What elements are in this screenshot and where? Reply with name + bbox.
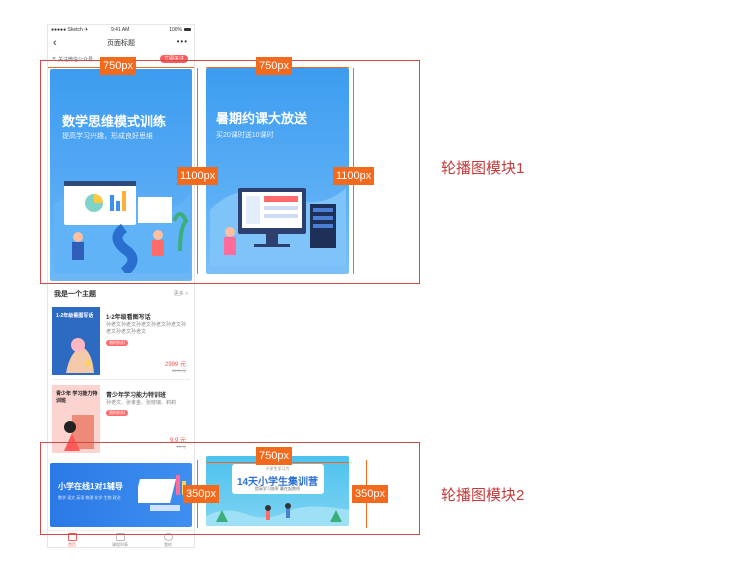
carousel-banner-3[interactable]: 小学在线1对1辅导 数学 语文 英语 物理 化学 生物 政治 <box>50 463 192 527</box>
height-badge: 350px <box>183 485 219 503</box>
tab-profile[interactable]: 我的 <box>144 533 192 548</box>
user-icon <box>163 533 173 541</box>
price: 9.9 元 <box>169 438 186 444</box>
cover-text: 青少年 学习能力特训班 <box>56 391 98 404</box>
banner-subtitle: 提高学习效率 赢在起跑线 <box>254 486 301 491</box>
width-badge: 750px <box>256 447 292 465</box>
tab-home[interactable]: 首页 <box>48 533 96 548</box>
old-price: 99 元 <box>176 444 186 449</box>
cover-text: 1-2年级看图写话 <box>56 313 94 319</box>
status-bar: ●●●●● Sketch ✈ 9:41 AM 100% <box>48 25 194 35</box>
tab-label: 我的 <box>164 542 172 547</box>
banner-title: 小学在线1对1辅导 <box>58 482 123 491</box>
section-header: 我是一个主题 更多 > <box>54 289 188 301</box>
cover-illustration <box>64 415 94 451</box>
follow-button[interactable]: 立即关注 <box>159 55 188 63</box>
banner-subtitle: 数学 语文 英语 物理 化学 生物 政治 <box>58 495 121 500</box>
course-cover: 1-2年级看图写话 <box>52 307 100 375</box>
old-price: 5999 元 <box>171 368 186 373</box>
close-icon[interactable]: ✕ <box>52 56 57 62</box>
discount-tag: 限时折扣 <box>106 340 128 346</box>
banner-title: 数学思维模式训练 <box>62 114 167 129</box>
battery-text: 100% <box>169 27 182 33</box>
banner-title: 暑期约课大放送 <box>216 111 308 126</box>
back-icon[interactable]: ‹ <box>53 37 57 49</box>
page-title: 页面标题 <box>107 40 135 47</box>
cover-illustration <box>66 338 94 373</box>
width-badge: 750px <box>256 57 292 75</box>
more-link[interactable]: 更多 > <box>173 291 188 297</box>
banner-subtitle: 提高学习兴趣，形成良好思维 <box>62 133 153 140</box>
module-label-1: 轮播图模块1 <box>441 160 525 177</box>
banner-subtitle: 买20课时送10课时 <box>216 132 274 139</box>
battery-icon <box>184 28 191 31</box>
carousel-banner-4[interactable]: 小学生学习力 14天小学生集训营 提高学习效率 赢在起跑线 <box>206 456 349 526</box>
banner-top-text: 小学生学习力 <box>265 466 290 471</box>
height-badge: 350px <box>352 485 388 503</box>
course-card[interactable]: 青少年 学习能力特训班 青少年学习能力特训班 孙老文、张孝金、张晓瑞、莉莉 限时… <box>52 385 190 457</box>
course-card[interactable]: 1-2年级看图写话 1-2年级看图写话 孙老文孙老文孙老文孙老文孙老文孙老文孙老… <box>52 307 190 379</box>
clock: 9:41 AM <box>111 27 130 33</box>
tab-courses[interactable]: 课程列表 <box>96 533 144 548</box>
nav-bar: ‹ 页面标题 ••• <box>48 35 194 51</box>
width-badge: 750px <box>100 57 136 75</box>
course-cover: 青少年 学习能力特训班 <box>52 385 100 453</box>
course-desc: 孙老文孙老文孙老文孙老文孙老文孙老文孙老文孙老文 <box>106 322 187 335</box>
tab-bar: 首页 课程列表 我的 <box>48 530 194 548</box>
book-icon <box>115 533 125 541</box>
discount-tag: 限时折扣 <box>106 410 128 416</box>
height-badge: 1100px <box>177 167 219 185</box>
tab-label: 首页 <box>68 542 76 547</box>
phone-mockup: ●●●●● Sketch ✈ 9:41 AM 100% ‹ 页面标题 ••• ✕… <box>47 24 195 548</box>
carrier: ●●●●● Sketch ✈ <box>51 27 89 33</box>
course-desc: 孙老文、张孝金、张晓瑞、莉莉 <box>106 400 177 406</box>
module-label-2: 轮播图模块2 <box>441 487 525 504</box>
height-badge: 1100px <box>333 167 375 185</box>
banner-illustration <box>210 188 346 266</box>
course-title: 1-2年级看图写话 <box>106 315 151 321</box>
tab-label: 课程列表 <box>112 542 128 547</box>
module-frame-1 <box>40 60 420 284</box>
carousel-banner-2[interactable]: 暑期约课大放送 买20课时送10课时 <box>206 68 349 274</box>
carousel-banner-1[interactable]: 数学思维模式训练 提高学习兴趣，形成良好思维 <box>50 69 192 281</box>
divider <box>52 379 190 380</box>
module-frame-2 <box>40 442 420 535</box>
banner-illustration <box>54 181 190 273</box>
section-title: 我是一个主题 <box>54 291 96 298</box>
banner-title: 14天小学生集训营 <box>236 477 319 488</box>
course-title: 青少年学习能力特训班 <box>106 393 167 399</box>
more-icon[interactable]: ••• <box>176 37 188 46</box>
banner-board <box>232 464 324 494</box>
home-icon <box>67 533 77 541</box>
banner-illustration <box>206 503 349 526</box>
price: 2999 元 <box>164 362 186 368</box>
